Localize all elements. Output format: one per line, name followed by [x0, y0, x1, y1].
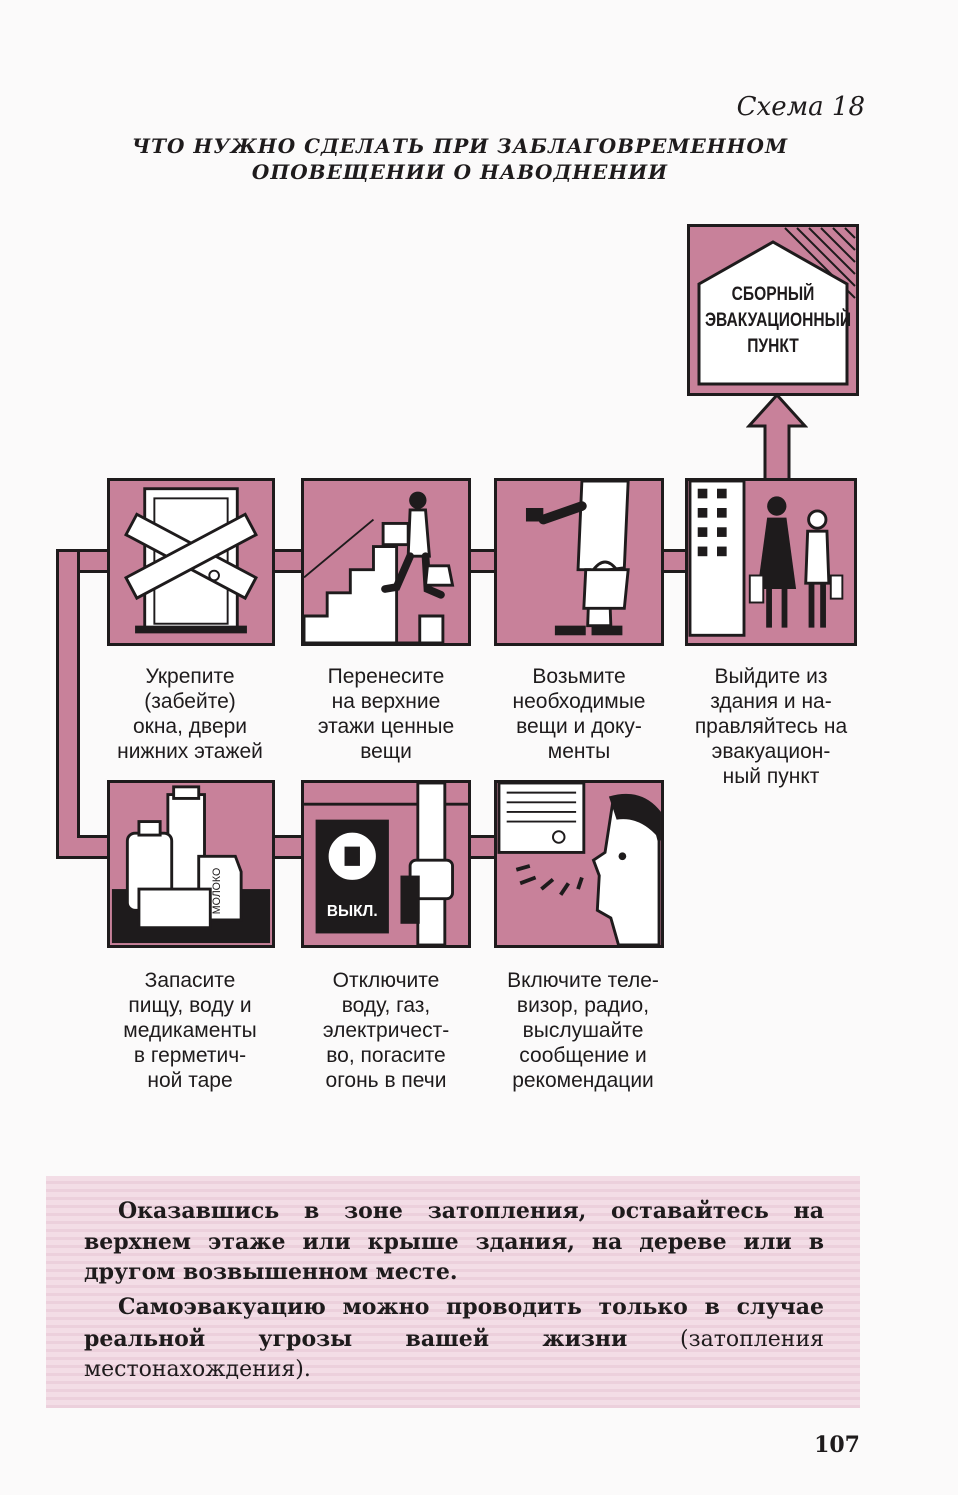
notice-paragraph-1: Оказавшись в зоне затопления, оставайтес… [84, 1196, 824, 1288]
notice-paragraph-2: Самоэвакуацию можно проводить только в с… [84, 1292, 824, 1386]
listening-radio-icon [497, 783, 661, 945]
schema-label: Схема 18 [700, 92, 865, 122]
people-leaving-building-icon [688, 481, 854, 643]
evacuation-point-label: СБОРНЫЙ ЭВАКУАЦИОННЫЙ ПУНКТ [705, 282, 841, 360]
panel-turn-off-utilities: ВЫКЛ. [301, 780, 471, 948]
person-with-bag-icon [497, 481, 661, 643]
caption-carry-upstairs: Перенесите на верхние этажи ценные вещи [284, 664, 488, 764]
caption-leave-building: Выйдите из здания и на- правляйтесь на э… [668, 664, 874, 789]
panel-take-belongings [494, 478, 664, 646]
panel-boarded-door [107, 478, 275, 646]
food-containers-icon: МОЛОКО [110, 783, 272, 945]
boarded-door-icon [110, 481, 272, 643]
page-number: 107 [790, 1432, 860, 1458]
switch-off-label: ВЫКЛ. [327, 903, 378, 920]
milk-carton-label: МОЛОКО [211, 868, 223, 914]
page-title-line1: ЧТО НУЖНО СДЕЛАТЬ ПРИ ЗАБЛАГОВРЕМЕННОМ [60, 134, 860, 158]
arrow-up-icon [746, 392, 808, 482]
panel-carry-upstairs [301, 478, 471, 646]
panel-food-supplies: МОЛОКО [107, 780, 275, 948]
person-on-stairs-icon [304, 481, 468, 643]
caption-food-supplies: Запасите пищу, воду и медикаменты в герм… [90, 968, 290, 1093]
panel-leave-building [685, 478, 857, 646]
caption-take-belongings: Возьмите необходимые вещи и доку- менты [478, 664, 680, 764]
caption-boarded-door: Укрепите (забейте) окна, двери нижних эт… [90, 664, 290, 764]
panel-listen-radio [494, 780, 664, 948]
page-title-line2: ОПОВЕЩЕНИИ О НАВОДНЕНИИ [60, 160, 860, 184]
switch-and-valve-icon: ВЫКЛ. [304, 783, 468, 945]
caption-listen-radio: Включите теле- визор, радио, выслушайте … [478, 968, 688, 1093]
caption-turn-off-utilities: Отключите воду, газ, электричест- во, по… [284, 968, 488, 1093]
